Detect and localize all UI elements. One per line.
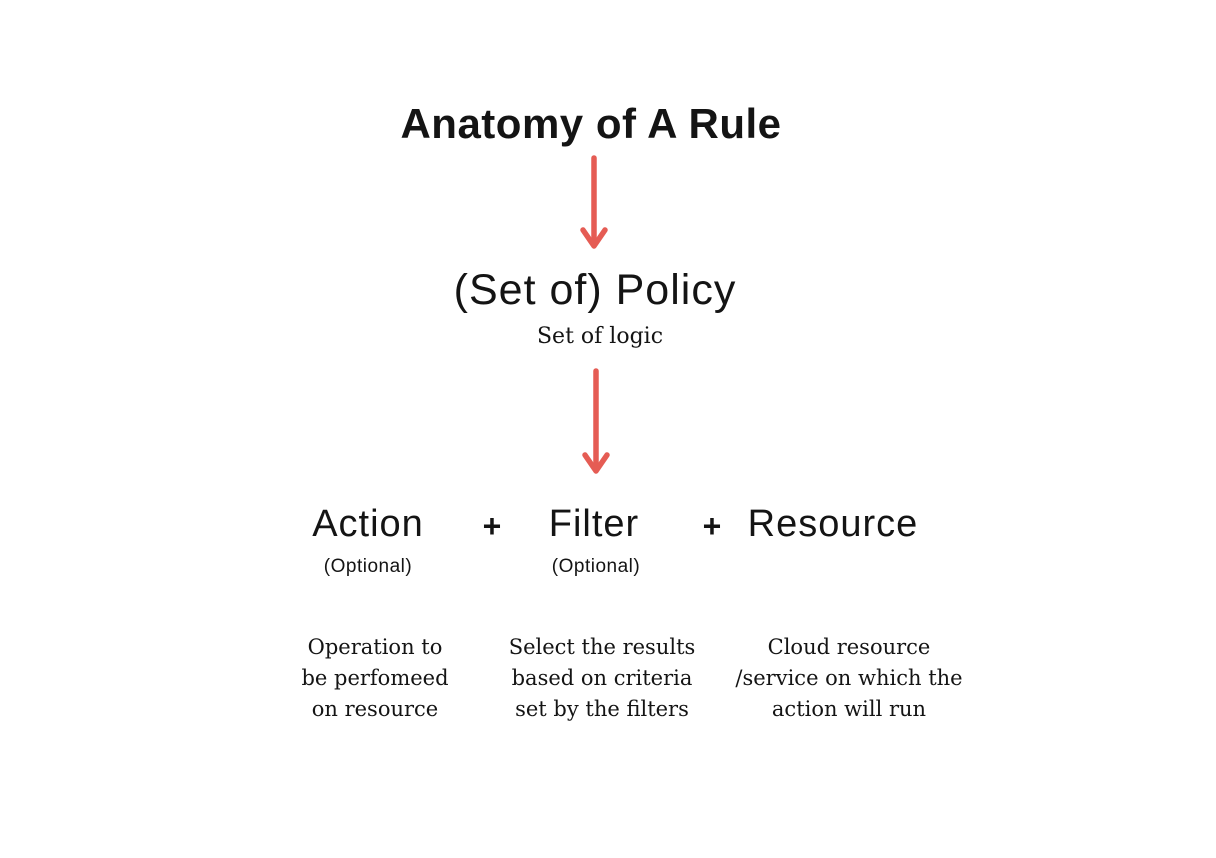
action-description: Operation to be perfomeed on resource	[301, 635, 449, 721]
down-arrow-icon	[582, 368, 610, 474]
page-title: Anatomy of A Rule	[400, 100, 782, 147]
filter-label: Filter	[548, 503, 640, 545]
filter-optional-label: (Optional)	[551, 556, 641, 577]
plus-operator: +	[702, 508, 722, 544]
down-arrow-icon	[580, 155, 608, 249]
action-label: Action	[312, 503, 424, 545]
action-optional-label: (Optional)	[323, 556, 413, 577]
policy-label: (Set of) Policy	[453, 266, 737, 314]
plus-operator: +	[482, 508, 502, 544]
resource-description: Cloud resource /service on which the act…	[735, 635, 963, 721]
policy-sublabel: Set of logic	[536, 324, 664, 349]
resource-label: Resource	[747, 503, 919, 545]
filter-description: Select the results based on criteria set…	[508, 635, 696, 721]
